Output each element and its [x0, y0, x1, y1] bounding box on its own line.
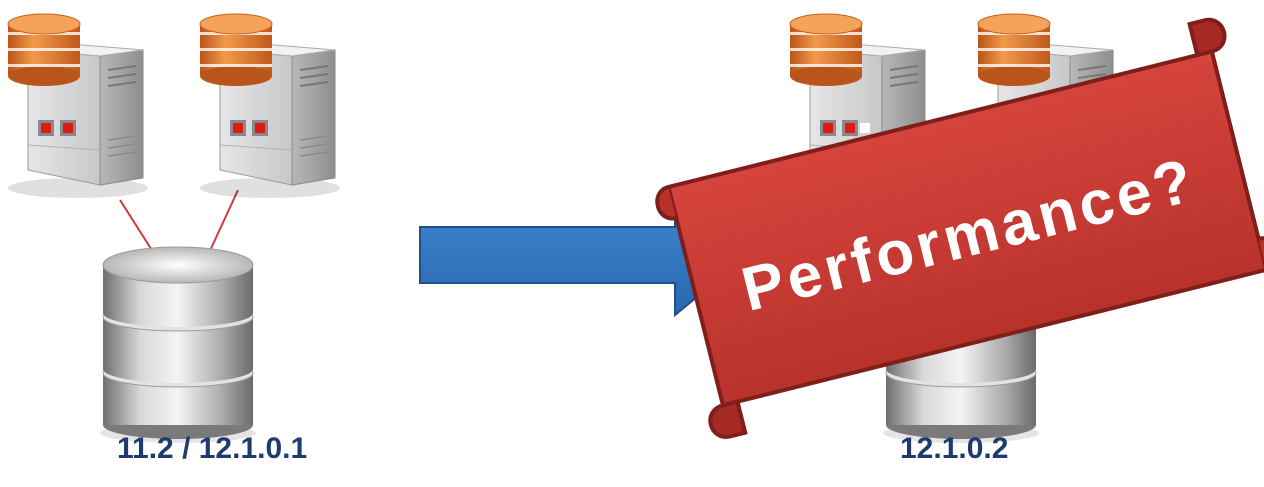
- idle-chip: [860, 123, 870, 133]
- connector-line: [207, 189, 239, 256]
- server-icon: [199, 13, 341, 199]
- database-icon: [99, 246, 257, 444]
- server-icon: [7, 13, 149, 199]
- right-group: [789, 13, 1119, 444]
- right-version-label: 12.1.0.2: [900, 432, 1009, 465]
- left-version-label: 11.2 / 12.1.0.1: [117, 432, 308, 465]
- scroll-banner-icon: Performance?: [655, 17, 1264, 439]
- connector-line: [119, 199, 156, 256]
- left-group: [7, 13, 341, 444]
